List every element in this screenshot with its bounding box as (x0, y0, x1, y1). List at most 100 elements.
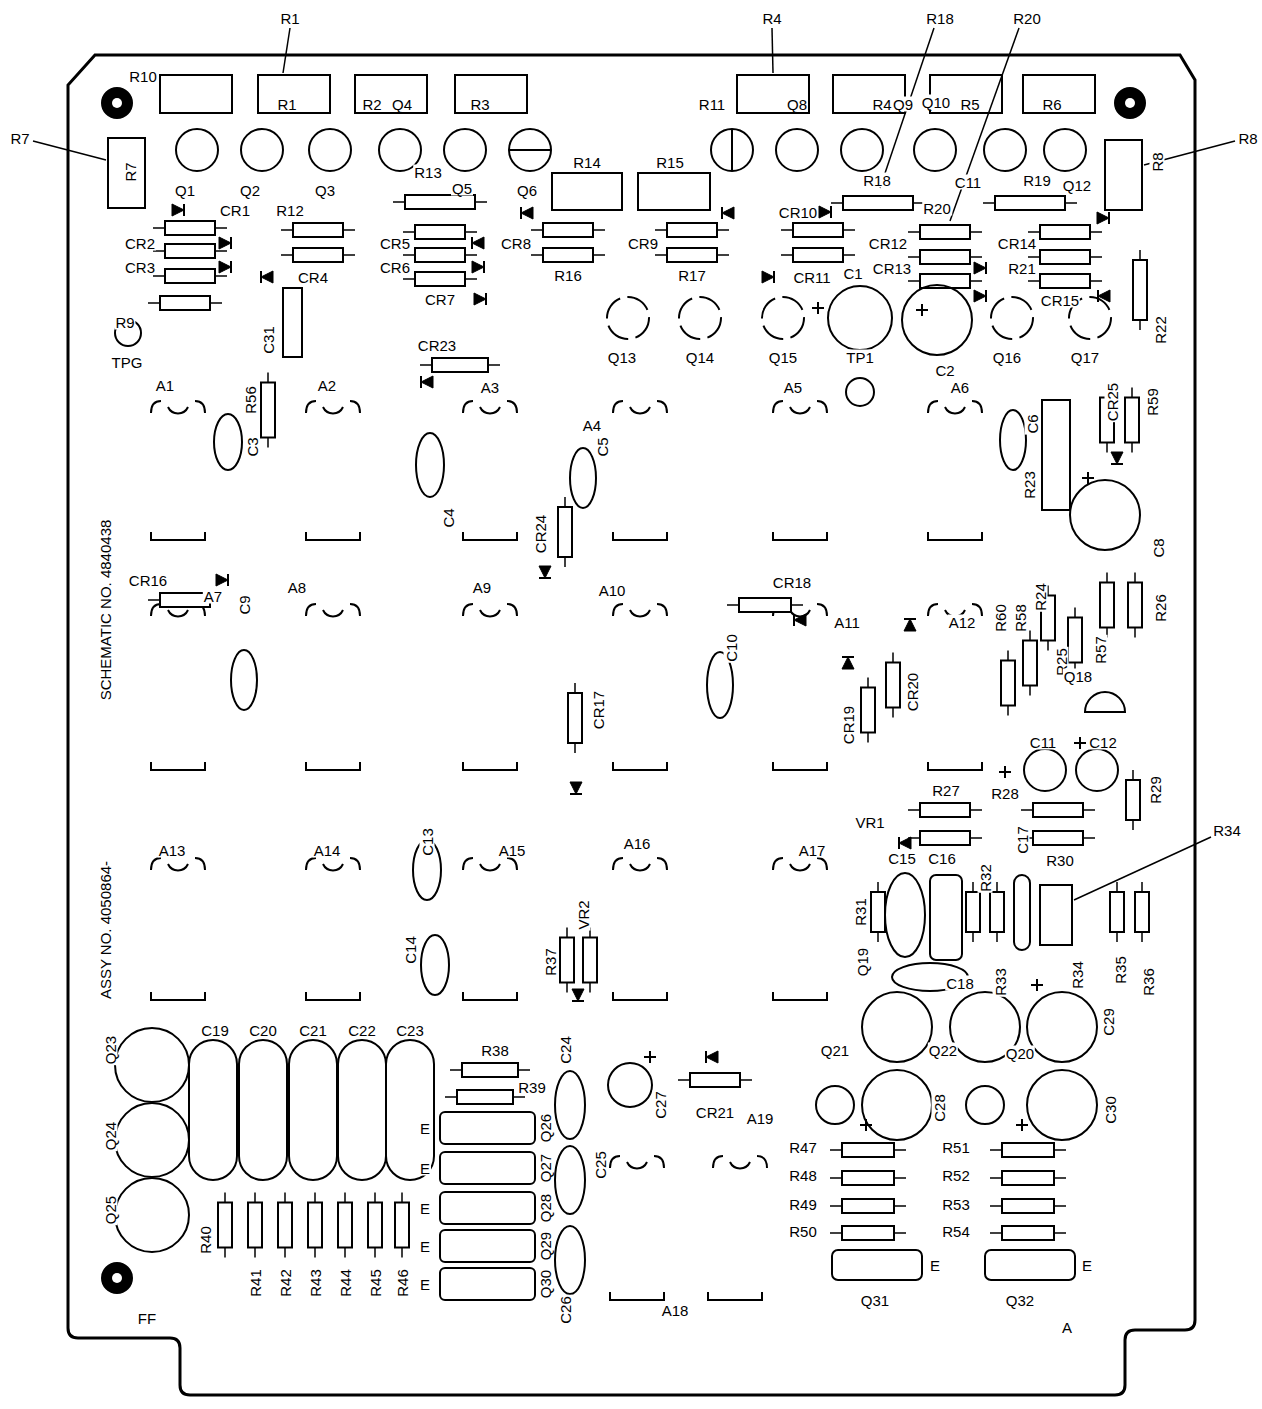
diode-symbol (842, 657, 854, 669)
part-label: Q9 (892, 97, 914, 112)
resistor-symbol (457, 1090, 513, 1104)
polarity-mark (1016, 1119, 1028, 1131)
part-label: TP1 (845, 350, 875, 365)
capacitor-body (1014, 875, 1030, 950)
part-label: C22 (347, 1023, 377, 1038)
diode-symbol (1097, 212, 1109, 224)
leader-line (950, 28, 1019, 221)
power-resistor (160, 75, 232, 113)
part-label: R20 (1012, 11, 1042, 26)
part-label: A10 (598, 583, 627, 598)
mounting-hole-center (112, 1273, 122, 1283)
socket-mark (613, 604, 667, 616)
resistor-symbol (415, 272, 465, 286)
part-label: R17 (677, 268, 707, 283)
transistor-flat (509, 149, 551, 151)
part-label: E (929, 1258, 941, 1273)
diode-symbol (722, 207, 734, 219)
part-label: C23 (395, 1023, 425, 1038)
part-label: Q4 (391, 97, 413, 112)
capacitor-outline (1070, 480, 1140, 550)
resistor-symbol (861, 688, 875, 733)
part-label: R8 (1237, 131, 1258, 146)
resistor-symbol (920, 250, 970, 264)
polarity-mark (1074, 737, 1086, 749)
part-label: R38 (480, 1043, 510, 1058)
power-resistor (638, 173, 710, 210)
part-label: C26 (558, 1295, 573, 1325)
polarity-mark (1082, 472, 1094, 484)
transistor-outline (115, 1178, 189, 1252)
part-label: Q8 (786, 97, 808, 112)
part-label: E (419, 1121, 431, 1136)
leader-line (1074, 837, 1211, 900)
part-label: A7 (203, 589, 223, 604)
power-resistor (737, 75, 809, 113)
resistor-symbol (1040, 885, 1072, 945)
diode-symbol (762, 271, 774, 283)
diode-symbol (1111, 452, 1123, 464)
part-label: Q23 (103, 1035, 118, 1065)
transistor-flat (731, 129, 733, 171)
capacitor-outline (555, 1146, 585, 1214)
resistor-symbol (160, 296, 210, 310)
socket-mark (773, 401, 827, 413)
transistor-body (985, 1250, 1075, 1280)
resistor-symbol (1133, 260, 1147, 320)
part-label: Q25 (103, 1195, 118, 1225)
diode-bar (572, 1000, 584, 1002)
capacitor-outline (1024, 749, 1066, 791)
resistor-symbol (1040, 274, 1090, 288)
socket-mark (306, 858, 360, 870)
part-label: CR12 (868, 236, 908, 251)
resistor-symbol (583, 938, 597, 983)
resistor-symbol (843, 196, 913, 210)
part-label: E (419, 1239, 431, 1254)
resistor-symbol (1068, 618, 1082, 663)
power-resistor (455, 75, 527, 113)
part-label: R45 (368, 1268, 383, 1298)
socket-bracket (928, 762, 982, 770)
mounting-hole-center (1125, 98, 1135, 108)
resistor-symbol (415, 225, 465, 239)
capacitor-outline (570, 448, 596, 508)
part-label: R30 (1045, 853, 1075, 868)
diode-symbol (572, 989, 584, 1001)
diode-symbol (219, 237, 231, 249)
socket-bracket (610, 1292, 664, 1300)
capacitor-outline (555, 1226, 585, 1294)
leader-line (33, 141, 106, 160)
part-label: CR8 (500, 236, 532, 251)
part-label: R22 (1153, 315, 1168, 345)
part-label: C10 (724, 633, 739, 663)
part-label: R23 (1022, 470, 1037, 500)
part-label: C5 (595, 436, 610, 457)
part-label: A3 (480, 380, 500, 395)
part-label: R6 (1041, 97, 1062, 112)
polarity-mark (1031, 979, 1043, 991)
diode-bar (898, 837, 900, 849)
resistor-symbol (1042, 400, 1070, 510)
capacitor-outline (862, 1070, 932, 1140)
part-label: CR17 (591, 690, 606, 730)
diode-symbol (472, 261, 484, 273)
part-label: C27 (653, 1090, 668, 1120)
transistor-body (440, 1268, 535, 1300)
capacitor-outline (231, 650, 257, 710)
part-label: R5 (959, 97, 980, 112)
part-label: VR2 (576, 899, 591, 930)
socket-mark (713, 1156, 767, 1168)
part-label: CR20 (905, 672, 920, 712)
capacitor-outline (1027, 992, 1097, 1062)
part-label: R49 (788, 1197, 818, 1212)
part-label: CR1 (219, 203, 251, 218)
resistor-symbol (1040, 250, 1090, 264)
part-label: C12 (1088, 735, 1118, 750)
socket-bracket (773, 992, 827, 1000)
socket-bracket (306, 762, 360, 770)
part-label: Q26 (538, 1113, 553, 1143)
resistor-symbol (1135, 892, 1149, 932)
part-label: Q14 (685, 350, 715, 365)
part-label: R36 (1141, 967, 1156, 997)
part-label: Q32 (1005, 1293, 1035, 1308)
